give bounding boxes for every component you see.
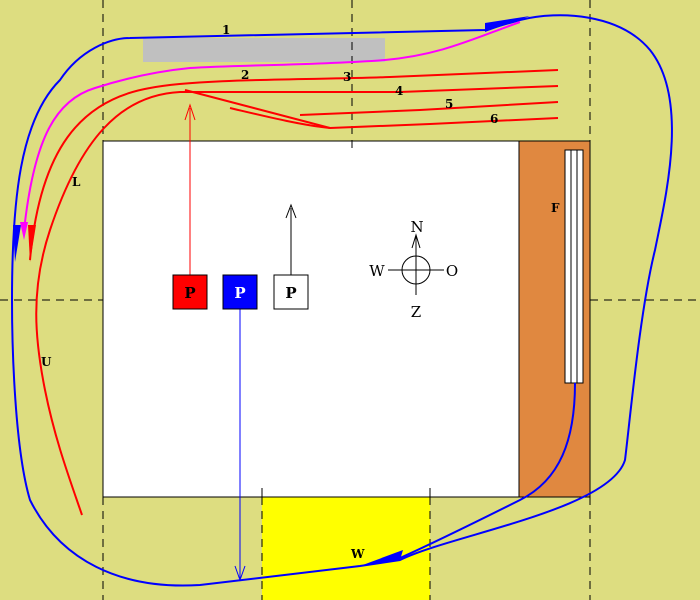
main-loop-track bbox=[10, 14, 673, 587]
track-label-w: W bbox=[350, 547, 365, 561]
switch-marker-red bbox=[28, 225, 36, 262]
track-label-1: 1 bbox=[222, 23, 230, 37]
switch-marker-magenta bbox=[20, 222, 28, 240]
track-4 bbox=[35, 85, 559, 516]
compass-north-label: N bbox=[410, 218, 423, 236]
track-label-6: 6 bbox=[490, 112, 498, 126]
switch-marker-bottom bbox=[360, 550, 403, 566]
track-label-f: F bbox=[551, 201, 560, 215]
white-panel-arrowhead bbox=[285, 203, 297, 219]
track-3 bbox=[29, 69, 559, 261]
siding-tracks bbox=[29, 69, 559, 516]
track-label-2: 2 bbox=[241, 68, 249, 82]
compass-north-arrow-icon bbox=[411, 233, 421, 249]
track-5 bbox=[299, 101, 559, 116]
track-label-3: 3 bbox=[343, 70, 351, 84]
white-panel-label: P bbox=[285, 284, 296, 302]
track-label-u: U bbox=[41, 355, 52, 369]
compass-east-label: O bbox=[446, 262, 458, 280]
track-label-4: 4 bbox=[395, 84, 403, 98]
room-area bbox=[102, 140, 520, 498]
compass-west-label: W bbox=[369, 262, 385, 280]
red-control-panel bbox=[172, 274, 208, 310]
red-panel-arrowhead bbox=[184, 103, 196, 121]
station-platform bbox=[143, 38, 385, 62]
red-panel-label: P bbox=[184, 284, 195, 302]
white-control-panel bbox=[273, 274, 309, 310]
track-label-l: L bbox=[72, 175, 81, 189]
switch-marker-top bbox=[485, 16, 530, 32]
blue-control-panel bbox=[222, 274, 258, 310]
track-2-magenta bbox=[24, 21, 521, 223]
compass-south-label: Z bbox=[411, 303, 421, 321]
blue-panel-label: P bbox=[234, 284, 245, 302]
track-crossover bbox=[184, 89, 331, 129]
fiddle-yard-panel bbox=[564, 149, 584, 384]
fiddle-yard-connection bbox=[399, 382, 576, 559]
yellow-zone bbox=[262, 497, 430, 600]
track-label-5: 5 bbox=[445, 97, 453, 111]
compass-rose: N Z W O bbox=[369, 218, 458, 321]
switch-marker-left bbox=[13, 225, 21, 262]
blue-panel-arrowhead bbox=[234, 565, 246, 582]
